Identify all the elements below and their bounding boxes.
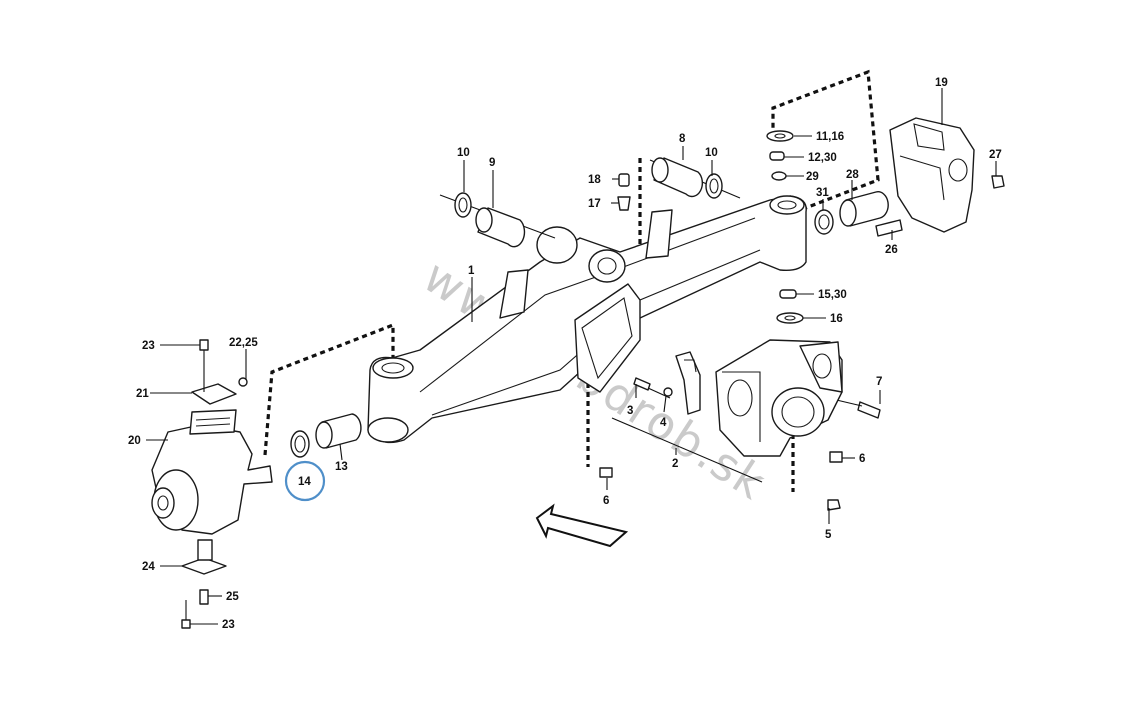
label-12-30[interactable]: 12,30 — [808, 152, 837, 164]
label-7[interactable]: 7 — [876, 376, 882, 388]
label-2[interactable]: 2 — [672, 458, 678, 470]
center-hardware — [599, 173, 1005, 511]
leader-lines — [146, 88, 997, 625]
label-17[interactable]: 17 — [588, 198, 601, 210]
mounting-bracket — [889, 117, 975, 233]
label-15-30[interactable]: 15,30 — [818, 289, 847, 301]
differential-housing — [715, 339, 843, 457]
label-16[interactable]: 16 — [830, 313, 843, 325]
label-26[interactable]: 26 — [885, 244, 898, 256]
highlight-ring-14[interactable] — [284, 460, 326, 502]
label-27[interactable]: 27 — [989, 149, 1002, 161]
label-14[interactable]: 14 — [298, 476, 311, 488]
label-5[interactable]: 5 — [825, 529, 832, 541]
label-1[interactable]: 1 — [468, 265, 475, 277]
label-19[interactable]: 19 — [935, 77, 948, 89]
label-23-top[interactable]: 23 — [142, 340, 155, 352]
label-4[interactable]: 4 — [660, 417, 667, 429]
bushings-seals — [290, 130, 889, 458]
direction-arrow — [535, 503, 629, 548]
label-11-16[interactable]: 11,16 — [816, 131, 844, 143]
label-20[interactable]: 20 — [128, 435, 141, 447]
label-25[interactable]: 25 — [226, 591, 239, 603]
label-6-right[interactable]: 6 — [859, 453, 865, 465]
steering-knuckle — [151, 339, 273, 629]
label-3[interactable]: 3 — [627, 405, 633, 417]
label-31[interactable]: 31 — [816, 187, 829, 199]
label-18[interactable]: 18 — [588, 174, 601, 186]
label-10-center[interactable]: 10 — [705, 147, 718, 159]
label-21[interactable]: 21 — [136, 388, 149, 400]
part-labels: 1 2 3 4 5 6 6 7 8 9 10 10 11,16 12,30 13… — [128, 77, 1002, 631]
label-24[interactable]: 24 — [142, 561, 155, 573]
label-10-left[interactable]: 10 — [457, 147, 470, 159]
label-6-center[interactable]: 6 — [603, 495, 609, 507]
label-28[interactable]: 28 — [846, 169, 859, 181]
label-9[interactable]: 9 — [489, 157, 495, 169]
label-8[interactable]: 8 — [679, 133, 686, 145]
axle-beam — [367, 195, 807, 444]
label-13[interactable]: 13 — [335, 461, 348, 473]
label-22-25[interactable]: 22,25 — [229, 337, 258, 349]
label-23-bottom[interactable]: 23 — [222, 619, 235, 631]
label-29[interactable]: 29 — [806, 171, 819, 183]
